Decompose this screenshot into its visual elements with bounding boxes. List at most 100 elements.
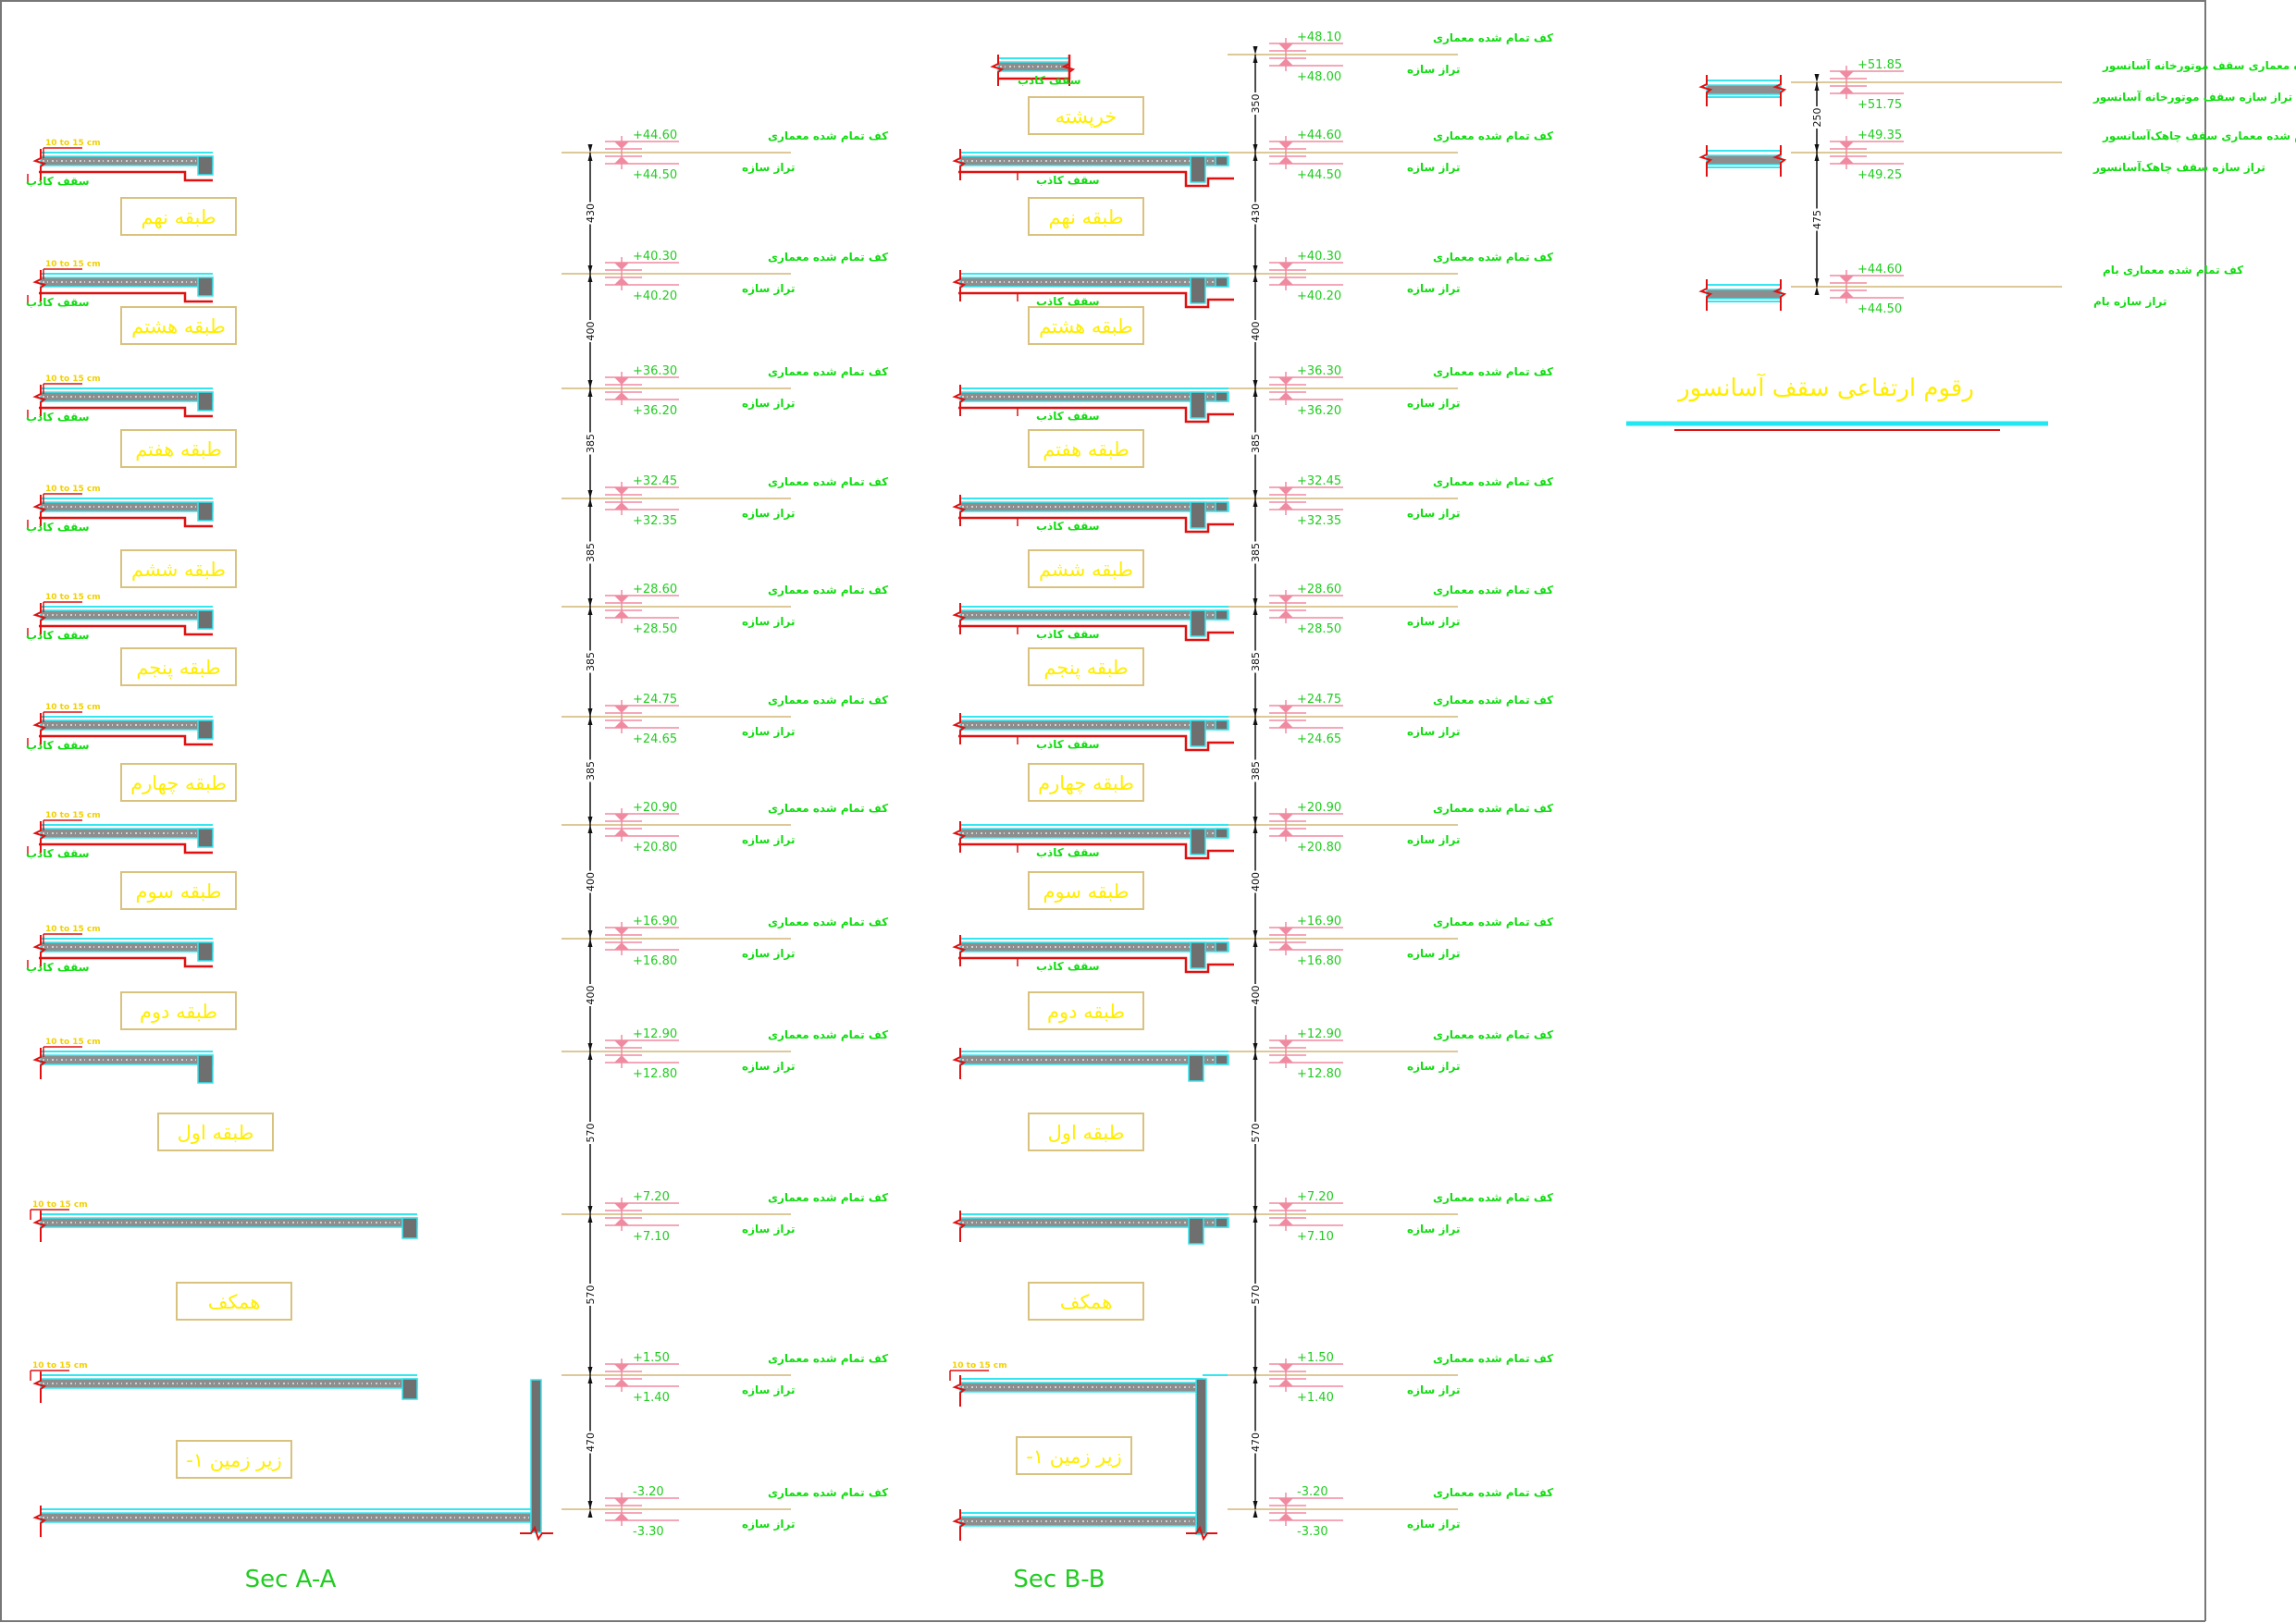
dimension-text-bg	[1250, 541, 1261, 564]
structure-elevation-value: +24.65	[1297, 732, 1341, 746]
break-line-icon	[1772, 145, 1787, 177]
dimension-arrow-icon	[587, 825, 593, 833]
level-triangle-down-icon	[1278, 1040, 1293, 1048]
finish-level-label: کف تمام شده معماری	[1433, 1486, 1553, 1500]
dimension-text-bg	[1250, 1431, 1261, 1454]
floor-label-box	[176, 1282, 292, 1321]
dimension-text-bg	[1250, 759, 1261, 782]
dimension-text-bg	[1250, 92, 1261, 115]
structure-elevation-value: +20.80	[633, 841, 677, 855]
break-line-icon	[952, 385, 967, 416]
level-triangle-down-icon	[614, 1364, 629, 1371]
finish-level-label: کف تمام شده معماری	[768, 1191, 888, 1205]
dimension-arrow-icon	[587, 144, 593, 153]
floor-label-box	[1028, 1282, 1144, 1321]
level-triangle-down-icon	[1278, 596, 1293, 603]
dimension-value: 400	[1250, 322, 1262, 341]
concrete-slab	[959, 391, 1229, 402]
break-line-icon	[990, 55, 1005, 86]
dimension-value: 570	[585, 1124, 597, 1143]
cover-note: 10 to 15 cm	[32, 1200, 88, 1210]
finish-elevation-value: +28.60	[1297, 583, 1341, 596]
floor-label-box	[1028, 549, 1144, 588]
structure-elevation-value: +36.20	[633, 404, 677, 418]
finish-elevation-value: +36.30	[633, 364, 677, 378]
concrete-slab	[959, 1217, 1229, 1228]
dimension-arrow-icon	[1253, 1206, 1258, 1214]
false-ceiling-label: سقف کاذب	[1036, 295, 1100, 308]
concrete-slab	[40, 1512, 532, 1523]
structure-level-label: تراز سازه سقف چاهک‌آسانسور	[2092, 160, 2265, 175]
beam-hatch	[1188, 1217, 1204, 1245]
structure-level-label: تراز سازه	[1407, 1383, 1460, 1396]
dimension-arrow-icon	[1253, 380, 1258, 388]
dimension-arrow-icon	[587, 388, 593, 397]
floor-label-box	[1028, 991, 1144, 1030]
finish-level-label: کف تمام شده معماری	[1433, 129, 1553, 143]
finish-level-label: کف تمام شده معماری	[768, 129, 888, 143]
column-hatch	[197, 828, 214, 848]
finish-level-label: کف تمام شده معماری	[768, 475, 888, 489]
structure-elevation-value: +1.40	[1297, 1391, 1334, 1405]
structure-level-label: تراز سازه	[742, 1223, 795, 1236]
false-ceiling-label: سقف کاذب	[26, 175, 90, 188]
finish-level-label: کف تمام شده معماری	[1433, 1352, 1553, 1366]
dimension-value: 350	[1250, 94, 1262, 114]
false-ceiling-line	[958, 516, 1234, 534]
dimension-arrow-icon	[1253, 825, 1258, 833]
finish-elevation-value: +40.30	[633, 250, 677, 264]
dimension-arrow-icon	[1814, 287, 1820, 295]
cover-note: 10 to 15 cm	[45, 485, 101, 494]
break-line-icon	[1698, 145, 1713, 177]
column-hatch	[197, 501, 214, 522]
column-hatch	[197, 941, 214, 962]
dimension-text-bg	[585, 984, 596, 1006]
cover-note: 10 to 15 cm	[45, 703, 101, 712]
dimension-arrow-icon	[1814, 144, 1820, 153]
break-line-icon	[32, 1371, 47, 1403]
level-triangle-down-icon	[614, 377, 629, 385]
false-ceiling-line	[39, 406, 213, 418]
structure-level-label: تراز سازه	[742, 947, 795, 960]
level-triangle-down-icon	[614, 141, 629, 149]
false-ceiling-line	[958, 734, 1234, 752]
level-triangle-down-icon	[614, 263, 629, 270]
break-line-icon	[32, 1048, 47, 1079]
level-triangle-up-icon	[1278, 1218, 1293, 1225]
concrete-slab	[997, 61, 1070, 72]
structure-elevation-value: +51.75	[1858, 98, 1902, 112]
structure-elevation-value: +28.50	[633, 622, 677, 636]
level-triangle-down-icon	[1278, 1364, 1293, 1371]
finish-level-label: کف تمام شده معماری	[1433, 31, 1553, 45]
beam-hatch	[1190, 941, 1206, 969]
dimension-arrow-icon	[587, 717, 593, 725]
dimension-text-bg	[585, 650, 596, 673]
column-hatch	[197, 719, 214, 740]
dimension-arrow-icon	[587, 1509, 593, 1518]
structure-level-label: تراز سازه	[742, 161, 795, 174]
level-triangle-up-icon	[1278, 392, 1293, 400]
structure-level-label: تراز سازه	[742, 1518, 795, 1531]
level-triangle-down-icon	[1278, 1203, 1293, 1211]
concrete-slab	[959, 501, 1229, 512]
dimension-text-bg	[1250, 650, 1261, 673]
dimension-value: 400	[1250, 986, 1262, 1005]
floor-name: طبقه دوم	[1047, 1001, 1125, 1023]
dimension-value: 385	[1250, 761, 1262, 781]
finish-elevation-value: +24.75	[633, 693, 677, 707]
level-triangle-down-icon	[1278, 928, 1293, 935]
finish-elevation-value: -3.20	[1297, 1485, 1328, 1499]
structure-elevation-value: +24.65	[633, 732, 677, 746]
structure-level-label: تراز سازه	[1407, 63, 1460, 76]
dimension-arrow-icon	[1814, 74, 1820, 82]
dimension-arrow-icon	[1253, 1501, 1258, 1509]
dimension-text-bg	[1250, 320, 1261, 342]
false-ceiling-label: سقف کاذب	[26, 629, 90, 642]
finish-elevation-value: +36.30	[1297, 364, 1341, 378]
cover-note: 10 to 15 cm	[45, 139, 101, 148]
column-hatch	[1215, 277, 1228, 288]
finish-level-label: کف تمام شده معماری	[768, 916, 888, 929]
structure-level-label: تراز سازه	[1407, 397, 1460, 410]
level-triangle-up-icon	[614, 1513, 629, 1520]
